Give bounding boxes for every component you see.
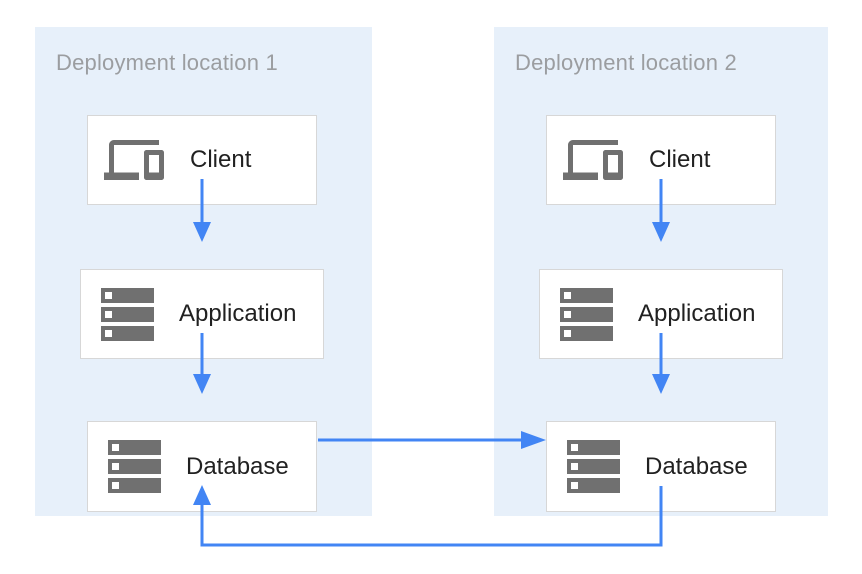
storage-icon [558,287,614,341]
storage-icon [106,440,162,493]
devices-icon [102,130,166,190]
node-label: Database [186,452,289,480]
node-application-2: Application [539,269,783,359]
deployment-location-1-panel: Deployment location 1 Client Application [35,27,372,516]
node-label: Database [645,452,748,480]
node-application-1: Application [80,269,324,359]
node-label: Application [638,300,756,327]
storage-icon [99,287,155,341]
node-label: Application [179,300,297,327]
node-database-1: Database [87,421,317,512]
deployment-location-2-panel: Deployment location 2 Client Application [494,27,828,516]
node-label: Client [649,146,711,173]
panel-title: Deployment location 2 [515,50,737,75]
node-client-1: Client [87,115,317,205]
node-database-2: Database [546,421,776,512]
node-label: Client [190,146,252,173]
devices-icon [561,130,625,190]
node-client-2: Client [546,115,776,205]
storage-icon [565,440,621,493]
panel-title: Deployment location 1 [56,50,278,75]
